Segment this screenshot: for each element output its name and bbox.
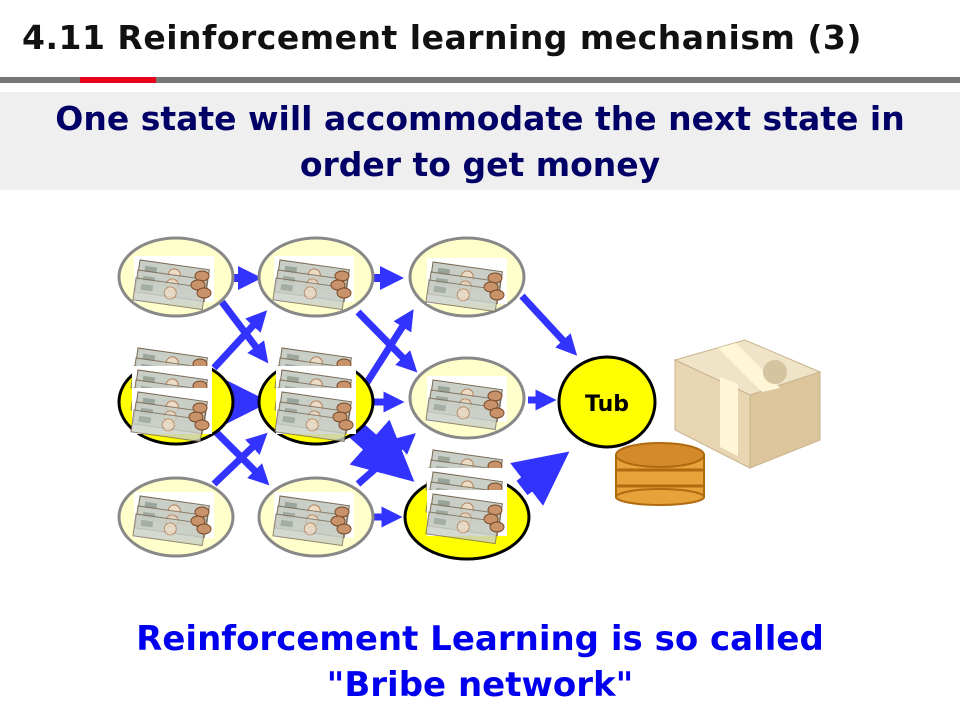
- state-node: [257, 476, 375, 558]
- state-node: [408, 356, 526, 440]
- subtitle-line: order to get money: [299, 145, 661, 184]
- banknotes-icon: [426, 258, 507, 312]
- goal-label: Tub: [585, 392, 629, 417]
- money-bundle-icon: [673, 339, 822, 469]
- arrow: [519, 293, 578, 356]
- arrow: [363, 309, 414, 386]
- banknotes-icon: [273, 256, 354, 310]
- state-nodes: [117, 236, 531, 561]
- state-node-active: [257, 344, 375, 446]
- state-node: [117, 236, 235, 318]
- arrow: [355, 433, 416, 487]
- title-divider: [0, 77, 960, 83]
- goal-node: Tub: [557, 355, 657, 449]
- state-node-active: [117, 344, 235, 446]
- state-node: [117, 476, 235, 558]
- state-node: [408, 236, 526, 318]
- slide-title: 4.11 Reinforcement learning mechanism (3…: [22, 18, 862, 57]
- banknotes-icon: [133, 492, 214, 546]
- banknotes-icon: [275, 344, 356, 442]
- banknotes-icon: [426, 376, 507, 430]
- wooden-tub-icon: [615, 442, 705, 506]
- subtitle-line: One state will accommodate the next stat…: [55, 99, 905, 138]
- arrows: [210, 266, 578, 528]
- arrow: [355, 309, 418, 373]
- banknotes-icon: [426, 446, 507, 544]
- footer-line: "Bribe network": [326, 665, 634, 705]
- title-divider-accent: [80, 77, 156, 83]
- banknotes-icon: [131, 344, 212, 442]
- arrow: [213, 429, 270, 486]
- banknotes-icon: [273, 492, 354, 546]
- footer-caption: Reinforcement Learning is so called "Bri…: [0, 616, 960, 708]
- state-node-active: [403, 446, 531, 561]
- arrow: [219, 299, 269, 364]
- arrow: [211, 310, 268, 371]
- subtitle-box: One state will accommodate the next stat…: [0, 92, 960, 190]
- banknotes-icon: [133, 256, 214, 310]
- arrow: [211, 432, 268, 487]
- arrow-strong: [510, 451, 570, 506]
- footer-line: Reinforcement Learning is so called: [136, 619, 824, 659]
- state-node: [257, 236, 375, 318]
